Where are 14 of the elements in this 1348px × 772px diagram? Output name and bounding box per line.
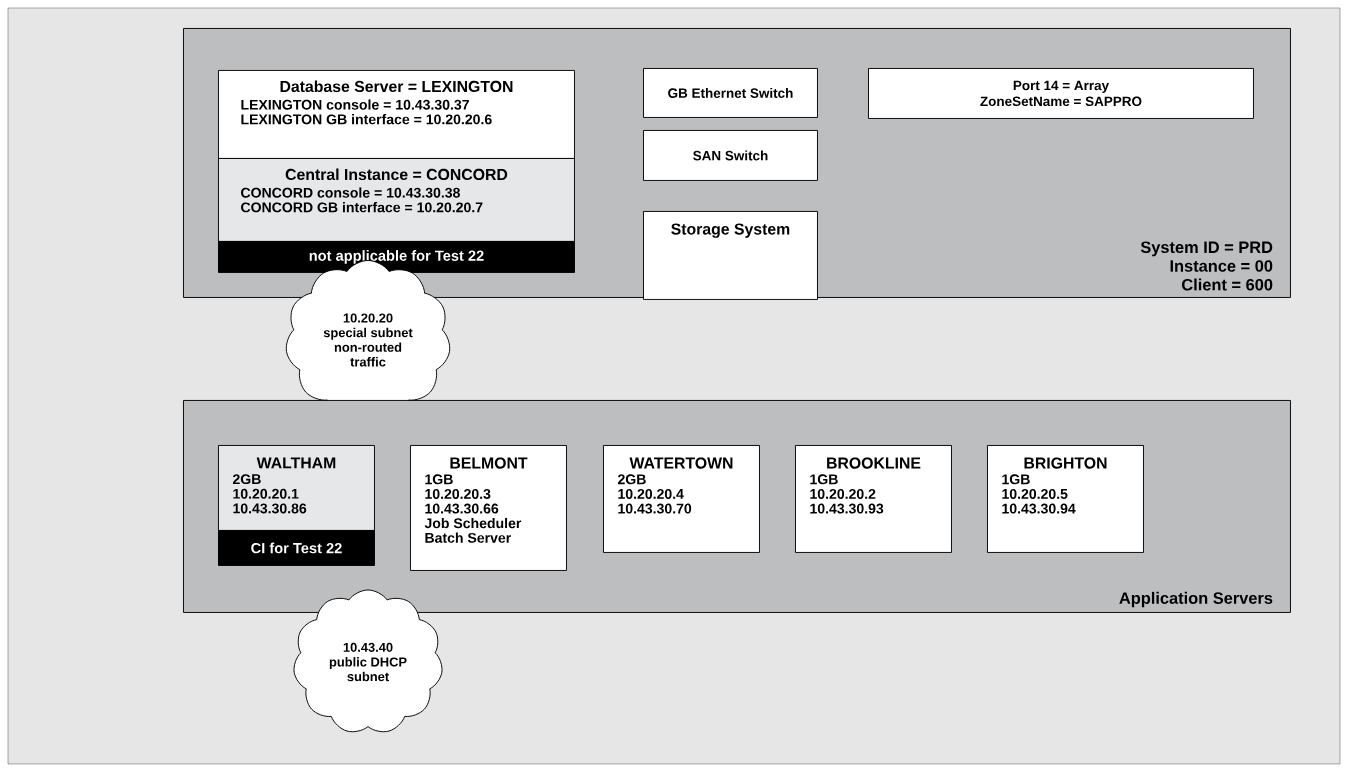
server-box: BELMONT 1GB 10.20.20.3 10.43.30.66 Job Scheduler Batch Server bbox=[410, 444, 567, 571]
status-bar: not applicable for Test 22 bbox=[218, 241, 575, 273]
status-bar: CI for Test 22 bbox=[218, 530, 375, 566]
switch-box: GB Ethernet Switch bbox=[643, 68, 818, 118]
server-box: BRIGHTON 1GB 10.20.20.5 10.43.30.94 bbox=[987, 444, 1144, 553]
storage-box: Storage System bbox=[643, 211, 818, 300]
server-box: WALTHAM 2GB 10.20.20.1 10.43.30.86 bbox=[218, 444, 375, 531]
network-cloud: 10.43.40 public DHCP subnet bbox=[293, 589, 443, 733]
server-box: WATERTOWN 2GB 10.20.20.4 10.43.30.70 bbox=[603, 444, 760, 553]
server-box: Central Instance = CONCORD CONCORD console = 10.43.30.38 CONCORD GB interface = 10.20.20.7 bbox=[218, 158, 575, 242]
server-box: Database Server = LEXINGTON LEXINGTON console = 10.43.30.37 LEXINGTON GB interface = 10.20.20.6 bbox=[218, 70, 575, 159]
switch-box: SAN Switch bbox=[643, 130, 818, 181]
info-box: Port 14 = Array ZoneSetName = SAPPRO bbox=[868, 68, 1254, 119]
server-box: BROOKLINE 1GB 10.20.20.2 10.43.30.93 bbox=[795, 444, 952, 553]
